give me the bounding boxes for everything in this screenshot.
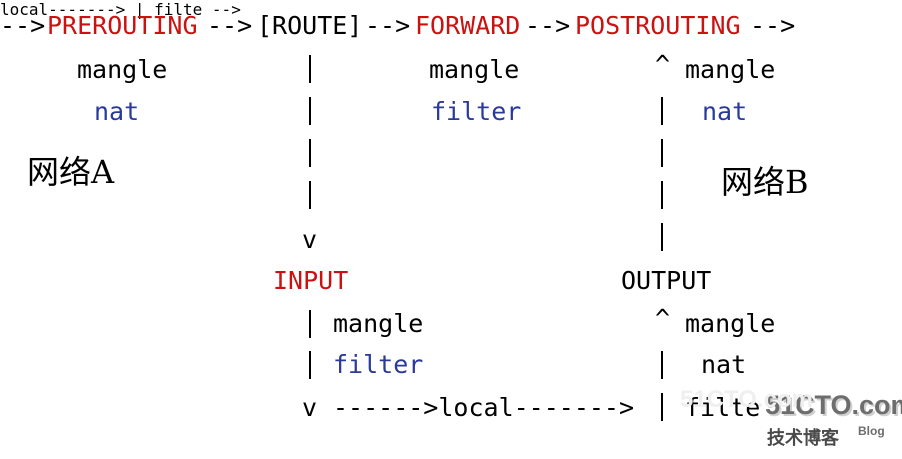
- prerouting-table-mangle: mangle: [77, 55, 168, 84]
- output-table-nat: nat: [701, 350, 747, 379]
- watermark-site: 51CTO.com: [765, 390, 902, 420]
- down-arrow-route: v: [302, 225, 318, 254]
- network-b-label: 网络B: [721, 163, 809, 201]
- forward-table-mangle: mangle: [429, 55, 520, 84]
- chain-postrouting: POSTROUTING: [575, 11, 741, 40]
- route-connector-line-3: [309, 139, 311, 167]
- watermark-blog: Blog: [858, 424, 885, 438]
- watermark-shadow: 51CTO.com: [767, 392, 902, 422]
- forward-table-filter: filter: [431, 97, 522, 126]
- flow-arrow-5: -->: [750, 11, 796, 40]
- route-connector-line-1: [309, 55, 311, 83]
- route-connector-line-2: [309, 97, 311, 125]
- flow-arrow-1: -->: [0, 11, 46, 40]
- watermark-logo: 51CTO.com 51CTO.com 技术博客 Blog 51CTO.com: [680, 378, 902, 448]
- output-connector-line-4: [661, 223, 663, 251]
- output-connector-line-2: [661, 139, 663, 167]
- output-connector-line-5: [661, 351, 663, 379]
- output-table-filter: filte: [685, 393, 761, 422]
- flow-arrow-2: -->: [207, 11, 253, 40]
- flow-arrow-4: -->: [525, 11, 571, 40]
- chain-input: INPUT: [273, 266, 349, 295]
- input-connector-line-2: [309, 351, 311, 379]
- watermark-cn: 技术博客: [767, 428, 839, 448]
- up-caret-postrouting: ^: [655, 50, 671, 79]
- route-connector-line-4: [309, 181, 311, 209]
- prerouting-table-nat: nat: [94, 97, 140, 126]
- local-flow: ------>local------->: [333, 393, 635, 422]
- chain-output: OUTPUT: [621, 266, 712, 295]
- postrouting-table-mangle: mangle: [685, 55, 776, 84]
- watermark-faded: 51CTO.com: [680, 386, 813, 413]
- postrouting-table-nat: nat: [702, 97, 748, 126]
- output-connector-line-6: [661, 393, 663, 421]
- output-connector-line-1: [661, 97, 663, 125]
- up-caret-output: ^: [655, 304, 671, 333]
- chain-forward: FORWARD: [415, 11, 521, 40]
- output-table-mangle: mangle: [685, 309, 776, 338]
- flow-arrow-3: -->: [365, 11, 411, 40]
- output-connector-line-3: [661, 181, 663, 209]
- input-connector-line-1: [309, 310, 311, 338]
- route-label: [ROUTE]: [257, 11, 363, 40]
- input-table-filter: filter: [333, 350, 424, 379]
- input-table-mangle: mangle: [333, 309, 424, 338]
- network-a-label: 网络A: [27, 153, 115, 191]
- chain-prerouting: PREROUTING: [47, 11, 198, 40]
- down-arrow-input: v: [302, 393, 318, 422]
